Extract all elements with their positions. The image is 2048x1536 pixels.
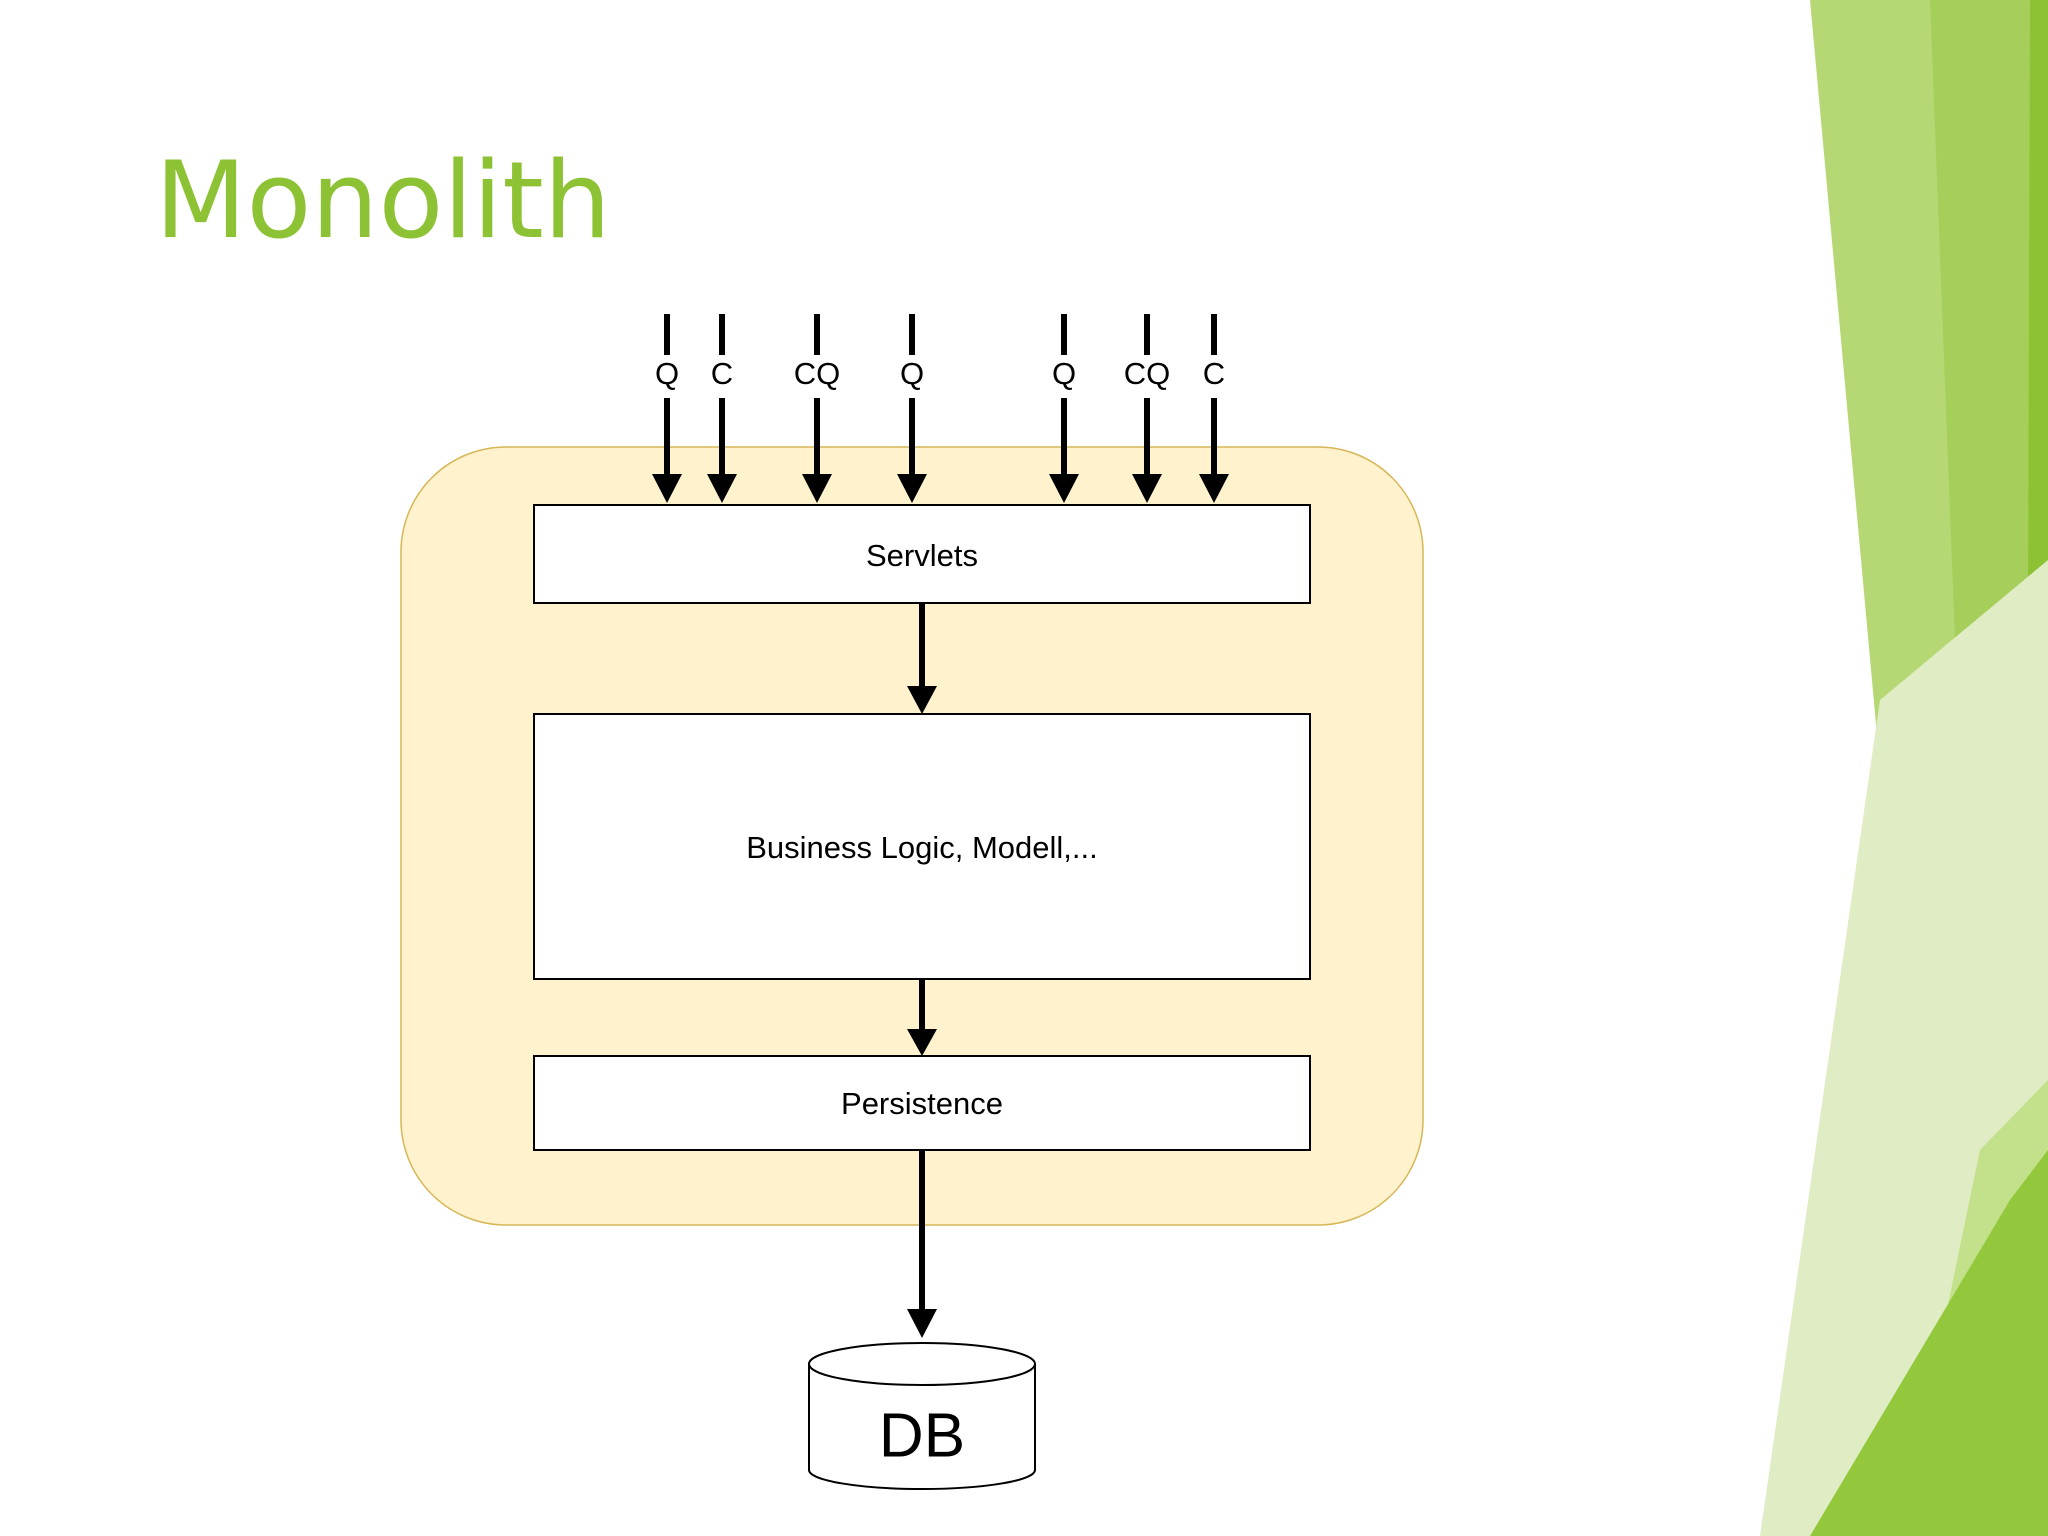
arrow-business-to-persistence	[907, 979, 937, 1056]
request-label: Q	[1052, 356, 1076, 391]
request-arrow: Q	[652, 314, 682, 503]
request-arrow: CQ	[794, 314, 841, 503]
persistence-label: Persistence	[841, 1086, 1003, 1121]
database-cylinder: DB	[808, 1342, 1036, 1490]
business-logic-label: Business Logic, Modell,...	[746, 830, 1098, 865]
slide-title: Monolith	[155, 139, 611, 262]
request-arrow: C	[1199, 314, 1229, 503]
request-label: C	[1203, 356, 1225, 391]
arrow-persistence-to-db	[907, 1150, 937, 1338]
servlets-layer	[533, 504, 1311, 604]
request-label: Q	[655, 356, 679, 391]
request-arrow: CQ	[1124, 314, 1171, 503]
servlets-label: Servlets	[866, 538, 978, 573]
persistence-layer	[533, 1055, 1311, 1151]
request-label: CQ	[794, 356, 841, 391]
request-arrow: C	[707, 314, 737, 503]
request-label: C	[711, 356, 733, 391]
request-arrow: Q	[1049, 314, 1079, 503]
request-label: Q	[900, 356, 924, 391]
request-arrow: Q	[897, 314, 927, 503]
database-label: DB	[879, 1401, 965, 1470]
arrow-servlets-to-business	[907, 603, 937, 714]
request-label: CQ	[1124, 356, 1171, 391]
business-logic-layer	[533, 713, 1311, 980]
